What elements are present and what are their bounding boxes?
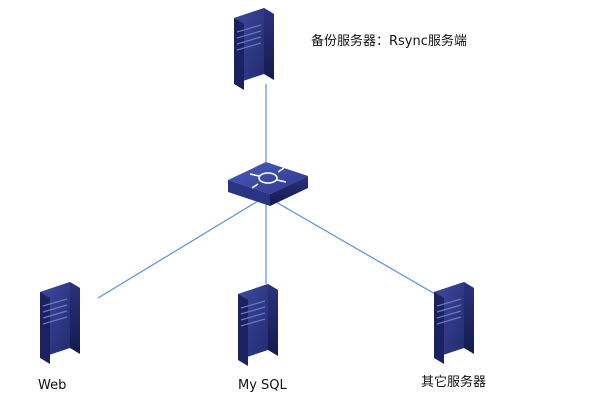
link-switch-other xyxy=(268,197,443,299)
server-icon xyxy=(434,282,474,364)
connection-lines xyxy=(97,84,443,299)
mysql-server-label: My SQL xyxy=(238,378,287,393)
backup-server-label: 备份服务器：Rsync服务端 xyxy=(311,34,467,49)
other-server-label: 其它服务器 xyxy=(421,375,487,390)
link-switch-web xyxy=(97,197,264,299)
switch-icon xyxy=(228,162,308,206)
server-icon xyxy=(40,282,80,364)
server-icon xyxy=(238,284,278,366)
server-icon xyxy=(234,8,274,90)
web-server-label: Web xyxy=(38,378,67,393)
